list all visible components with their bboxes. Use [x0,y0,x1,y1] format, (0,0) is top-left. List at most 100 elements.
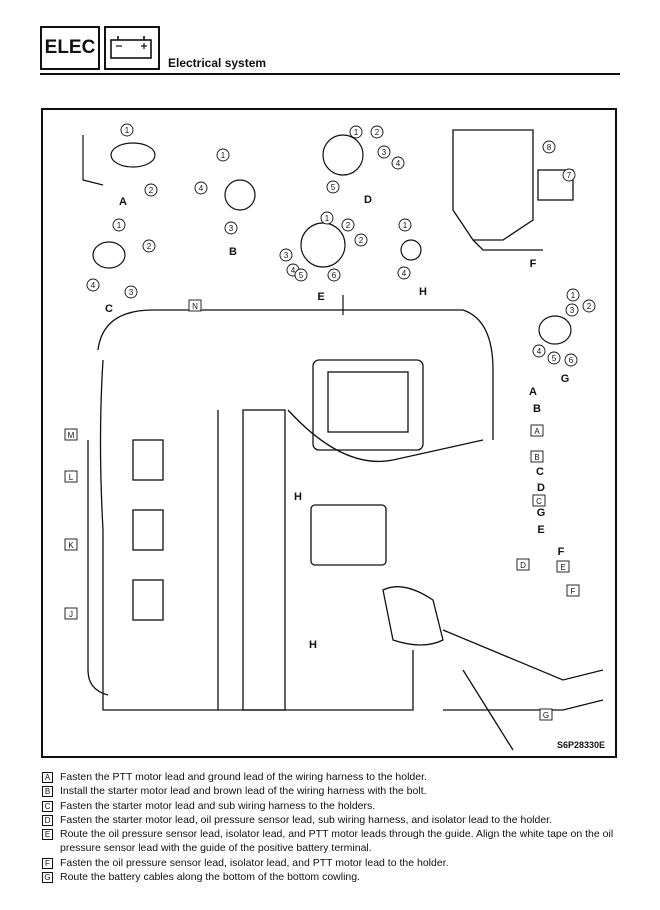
callout-box [566,584,580,597]
detail-view-letter: E [317,291,324,303]
callout-number: 3 [382,148,387,157]
callout-circle [112,218,126,232]
note-letter: C [42,800,53,812]
note-text: Fasten the starter motor lead, oil press… [60,813,553,826]
detail-view-letter: A [119,196,127,208]
callout-circle [320,211,334,225]
callout-box [188,299,202,312]
callout-letter: D [520,561,526,570]
note-letter: A [42,772,53,783]
callout-letter: K [68,541,74,550]
note-item: G Route the battery cables along the bott… [42,870,632,884]
callout-letter-right: E [537,524,544,536]
callout-box [64,428,78,441]
callout-circle [562,168,576,182]
callout-letter: M [68,431,75,440]
callout-box [556,560,570,573]
callout-number: 1 [354,128,359,137]
battery-icon [104,26,160,70]
callout-circle [120,123,134,137]
callout-circle [224,221,238,235]
note-letter: D [42,814,53,826]
callout-letter-right: D [537,482,545,494]
callout-number: 4 [199,184,204,193]
callout-number: 5 [299,271,304,280]
callout-letter: L [69,473,74,482]
note-text: Route the battery cables along the botto… [60,871,361,884]
callout-number: 1 [571,291,576,300]
callout-circle [142,239,156,253]
callout-circle [326,180,340,194]
callout-letter-right: F [558,546,565,558]
callout-number: 1 [125,126,130,135]
detail-view-letter: G [561,373,570,385]
note-text: Install the starter motor lead and brown… [60,785,427,798]
page-header: ELEC Electrical system [40,26,620,76]
callout-number: 5 [331,183,336,192]
callout-box [64,470,78,483]
callout-number: 3 [229,224,234,233]
callout-letter: F [571,587,576,596]
callout-circle [542,140,556,154]
callout-number: 5 [552,354,557,363]
note-text: Fasten the PTT motor lead and ground lea… [60,771,427,783]
note-item: C Fasten the starter motor lead and sub w… [42,799,632,813]
callout-letter: B [534,453,539,462]
callout-number: 3 [129,288,134,297]
callout-number: 4 [291,266,296,275]
callout-circle [397,266,411,280]
callout-number: 3 [284,251,289,260]
callout-number: 2 [587,302,592,311]
callout-circle [391,156,405,170]
callout-number: 4 [396,159,401,168]
callout-circle [566,288,580,302]
callout-letter: C [536,497,542,506]
callout-circle [349,125,363,139]
callout-number: 1 [403,221,408,230]
callout-letter: E [560,563,565,572]
callout-number: 3 [570,306,575,315]
callout-box [530,450,544,463]
callout-box [539,708,553,721]
note-text: Fasten the starter motor lead and sub wi… [60,799,376,812]
note-text: Fasten the oil pressure sensor lead, iso… [60,856,449,869]
note-item: D Fasten the starter motor lead, oil pres… [42,813,632,827]
callout-number: 7 [567,171,572,180]
note-item: A Fasten the PTT motor lead and ground le… [42,770,632,784]
section-title: Electrical system [168,56,267,70]
callout-circle [144,183,158,197]
callout-letter: N [192,302,198,311]
callout-letter-right: C [536,466,544,478]
note-letter: G [42,872,53,884]
callout-box [532,494,546,507]
callout-number: 1 [117,221,122,230]
callout-letter-h: H [309,639,317,651]
detail-view-letter: F [530,258,537,270]
callout-number: 2 [359,236,364,245]
note-letter: F [42,857,53,869]
callout-circle [124,285,138,299]
callout-circle [216,148,230,162]
callout-circle [294,268,308,282]
note-item: B Install the starter motor lead and brow… [42,784,632,798]
callout-number: 6 [569,356,574,365]
callout-circle [377,145,391,159]
callout-number: 2 [375,128,380,137]
callout-number: 4 [402,269,407,278]
header-rule [40,73,620,75]
callout-number: 2 [147,242,152,251]
callout-circle [547,351,561,365]
callout-number: 2 [346,221,351,230]
section-code: ELEC [40,26,100,70]
note-letter: B [42,786,53,798]
callout-circle [565,303,579,317]
callout-circle [279,248,293,262]
callout-circle [370,125,384,139]
callout-circle [582,299,596,313]
callout-box [64,538,78,551]
callout-box [530,424,544,437]
callout-circle [341,218,355,232]
